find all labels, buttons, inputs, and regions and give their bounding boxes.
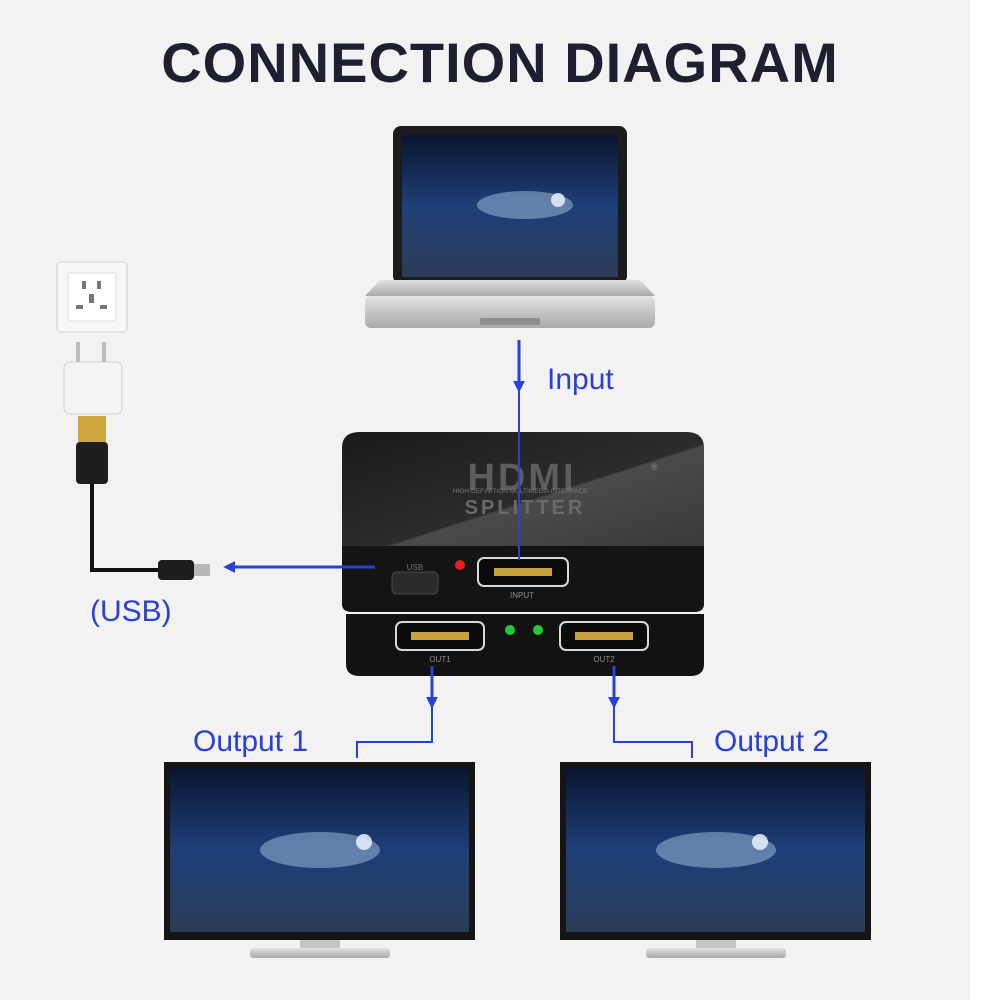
usb-plug [78,416,106,442]
page-title: CONNECTION DIAGRAM [161,31,839,94]
power-supply [56,261,210,580]
laptop-keyboard-deck [365,280,655,296]
usb-power-adapter [63,361,123,415]
usb-label: (USB) [90,595,172,628]
connection-arrows [223,340,693,758]
svg-text:USB: USB [407,563,423,572]
hdmi-logo: HDMI [467,457,576,499]
laptop [365,126,655,328]
svg-text:INPUT: INPUT [510,591,534,600]
spaceship-image [656,832,776,868]
hdmi-tagline: HIGH-DEFINITION MULTIMEDIA INTERFACE [453,488,588,495]
svg-text:®: ® [651,462,658,472]
spaceship-image [477,191,573,219]
output-led-1 [505,625,515,635]
micro-usb-port [391,571,439,595]
monitor-2 [560,762,871,958]
output-1-label: Output 1 [193,725,309,758]
input-label: Input [547,363,614,396]
monitor-2-stand [646,948,786,958]
svg-text:OUT2: OUT2 [593,655,615,664]
micro-usb-plug [194,564,210,576]
hdmi-splitter: HDMI ® HIGH-DEFINITION MULTIMEDIA INTERF… [342,432,704,676]
spaceship-image [260,832,380,868]
svg-text:OUT1: OUT1 [429,655,451,664]
usb-cable [90,484,160,572]
power-led [455,560,465,570]
output-led-2 [533,625,543,635]
output-2-label: Output 2 [714,725,830,758]
splitter-top [342,432,704,548]
output2-line [613,704,693,758]
splitter-label: SPLITTER [465,497,586,519]
monitor-1-stand [250,948,390,958]
output1-line [356,704,433,758]
monitor-1 [164,762,475,958]
